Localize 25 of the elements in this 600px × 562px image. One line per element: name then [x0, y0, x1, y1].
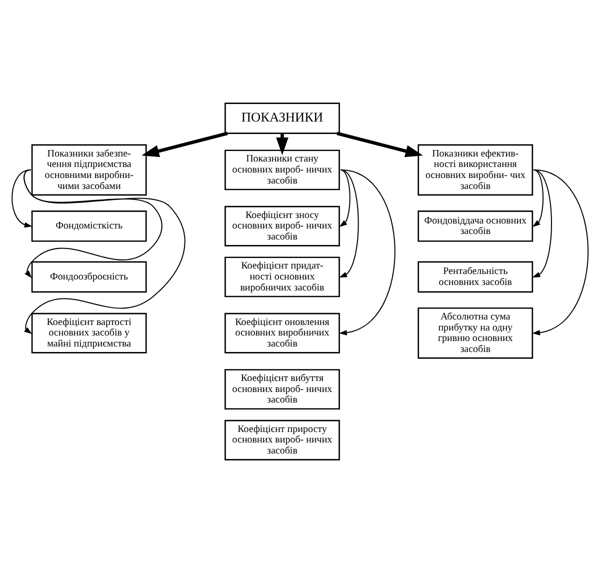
node-box: ПОКАЗНИКИ: [224, 102, 340, 134]
arrow: [142, 131, 228, 157]
node-box: Коефіцієнт оновлення основних виробничих засобів: [224, 312, 340, 353]
node-box: Фондомісткість: [31, 210, 147, 242]
arrow: [532, 168, 589, 335]
arrow: [532, 168, 544, 227]
node-box: Абсолютна сума прибутку на одну гривню основних засобів: [418, 306, 534, 358]
node-box: Показники ефектив- ності використання основних виробни- чих засобів: [418, 144, 534, 196]
arrow: [532, 168, 552, 277]
node-box: Показники забезпе- чення підприємства основними виробни- чими засобами: [31, 144, 147, 196]
node-box: Коефіцієнт приросту основних вироб- ничих засобів: [224, 419, 340, 460]
node-box: Коефіцієнт вартості основних засобів у майні підприємства: [31, 312, 147, 353]
node-box: Фондоозброєність: [31, 260, 147, 292]
node-box: Фондовіддача основних засобів: [418, 210, 534, 242]
node-box: Коефіцієнт вибуття основних вироб- ничих засобів: [224, 368, 340, 410]
arrow: [339, 168, 350, 227]
arrow: [336, 131, 423, 157]
arrow: [339, 168, 359, 277]
arrow: [12, 168, 32, 228]
node-box: Коефіцієнт зносу основних вироб- ничих засобів: [224, 205, 340, 246]
node-box: Коефіцієнт придат- ності основних виробничих засобів: [224, 256, 340, 297]
node-box: Рентабельність основних засобів: [418, 260, 534, 292]
arrow: [339, 168, 396, 335]
arrow: [24, 168, 186, 334]
node-box: Показники стану основних вироб- ничих засобів: [224, 149, 340, 190]
